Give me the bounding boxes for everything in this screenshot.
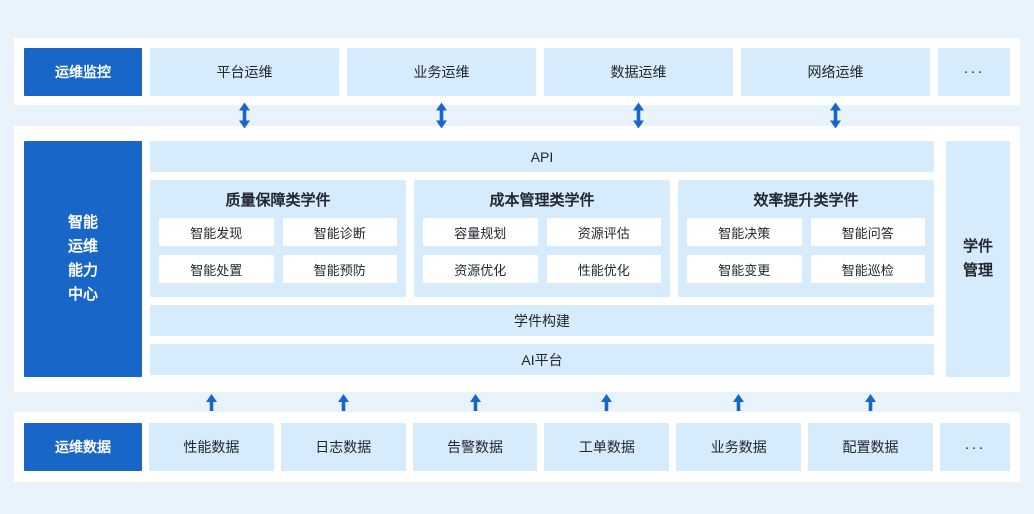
monitor-panel: 运维监控 平台运维 业务运维 数据运维 网络运维 ··· bbox=[14, 38, 1020, 105]
double-arrow-icon bbox=[150, 101, 339, 129]
monitor-item-network: 网络运维 bbox=[741, 47, 930, 96]
quality-column-grid: 智能发现 智能诊断 智能处置 智能预防 bbox=[159, 218, 397, 283]
capability-center-label-line: 智能 bbox=[67, 214, 98, 231]
up-arrow-icon bbox=[413, 393, 538, 411]
monitor-row: 运维监控 平台运维 业务运维 数据运维 网络运维 ··· bbox=[14, 38, 1020, 105]
capability-box: 资源评估 bbox=[546, 218, 661, 246]
cost-column: 成本管理类学件 容量规划 资源评估 资源优化 性能优化 bbox=[414, 180, 670, 297]
learnware-manage-line: 管理 bbox=[962, 262, 993, 279]
up-arrow-icon bbox=[676, 393, 801, 411]
double-arrow-icon bbox=[347, 101, 536, 129]
data-row: 运维数据 性能数据 日志数据 告警数据 工单数据 业务数据 配置数据 ··· bbox=[14, 412, 1020, 482]
efficiency-column: 效率提升类学件 智能决策 智能问答 智能变更 智能巡检 bbox=[678, 180, 934, 297]
data-item-log: 日志数据 bbox=[280, 423, 406, 471]
data-item-ticket: 工单数据 bbox=[544, 423, 670, 471]
learnware-manage-column: 学件 管理 bbox=[946, 141, 1010, 377]
double-arrow-icon bbox=[544, 101, 733, 129]
learnware-build-bar: 学件构建 bbox=[150, 305, 934, 336]
capability-box: 智能巡检 bbox=[810, 255, 925, 283]
efficiency-column-title: 效率提升类学件 bbox=[753, 191, 859, 209]
capability-box: 智能处置 bbox=[159, 255, 274, 283]
capability-box: 智能发现 bbox=[159, 218, 274, 246]
up-arrow-icon bbox=[808, 393, 933, 411]
monitor-more-item: ··· bbox=[938, 47, 1010, 96]
learnware-manage-line: 学件 bbox=[962, 238, 993, 255]
cost-column-title: 成本管理类学件 bbox=[489, 191, 595, 209]
capability-columns: 质量保障类学件 智能发现 智能诊断 智能处置 智能预防 成本管理类学件 容量规划… bbox=[150, 180, 934, 297]
monitor-arrows-row bbox=[14, 101, 1020, 129]
capability-center-label-line: 能力 bbox=[67, 262, 98, 279]
data-more-item: ··· bbox=[939, 423, 1010, 471]
capability-box: 智能诊断 bbox=[282, 218, 397, 246]
quality-column-title: 质量保障类学件 bbox=[225, 191, 331, 209]
monitor-item-data: 数据运维 bbox=[544, 47, 733, 96]
api-bar: API bbox=[150, 141, 934, 172]
capability-box: 容量规划 bbox=[423, 218, 538, 246]
capability-main-area: API 质量保障类学件 智能发现 智能诊断 智能处置 智能预防 成本管理类学件 … bbox=[150, 141, 934, 375]
monitor-item-business: 业务运维 bbox=[347, 47, 536, 96]
up-arrow-icon bbox=[544, 393, 669, 411]
capability-box: 性能优化 bbox=[546, 255, 661, 283]
capability-center-label-line: 运维 bbox=[67, 238, 98, 255]
data-arrows-row bbox=[14, 393, 1020, 411]
efficiency-column-grid: 智能决策 智能问答 智能变更 智能巡检 bbox=[687, 218, 925, 283]
monitor-row-label: 运维监控 bbox=[24, 47, 142, 96]
capability-box: 智能变更 bbox=[687, 255, 802, 283]
up-arrow-icon bbox=[281, 393, 406, 411]
capability-center-label-line: 中心 bbox=[67, 286, 98, 303]
capability-center-label: 智能 运维 能力 中心 bbox=[24, 141, 142, 377]
data-panel: 运维数据 性能数据 日志数据 告警数据 工单数据 业务数据 配置数据 ··· bbox=[14, 412, 1020, 482]
capability-box: 资源优化 bbox=[423, 255, 538, 283]
up-arrow-icon bbox=[149, 393, 274, 411]
data-item-performance: 性能数据 bbox=[149, 423, 274, 471]
capability-box: 智能决策 bbox=[687, 218, 802, 246]
capability-center-panel: 智能 运维 能力 中心 API 质量保障类学件 智能发现 智能诊断 智能处置 智… bbox=[14, 126, 1020, 392]
ai-platform-bar: AI平台 bbox=[150, 344, 934, 375]
capability-box: 智能问答 bbox=[810, 218, 925, 246]
capability-box: 智能预防 bbox=[282, 255, 397, 283]
data-item-config: 配置数据 bbox=[808, 423, 933, 471]
double-arrow-icon bbox=[741, 101, 930, 129]
data-item-alert: 告警数据 bbox=[412, 423, 538, 471]
quality-column: 质量保障类学件 智能发现 智能诊断 智能处置 智能预防 bbox=[150, 180, 406, 297]
data-row-label: 运维数据 bbox=[24, 423, 142, 471]
monitor-item-platform: 平台运维 bbox=[150, 47, 339, 96]
data-item-business: 业务数据 bbox=[676, 423, 802, 471]
cost-column-grid: 容量规划 资源评估 资源优化 性能优化 bbox=[423, 218, 661, 283]
